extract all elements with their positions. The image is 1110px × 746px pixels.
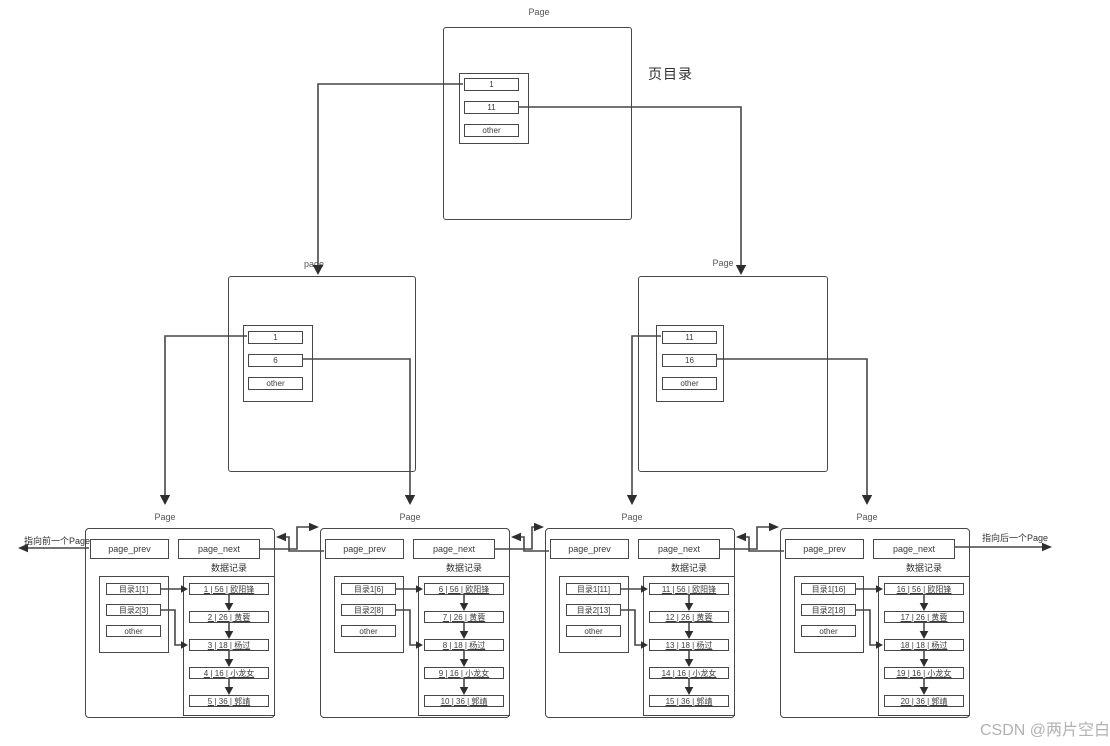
prev-page-pointer-label: 指向前一个Page xyxy=(24,536,91,546)
record-text: 11 | 56 | 欧阳锋 xyxy=(661,584,717,594)
record-text: 7 | 26 | 黄蓉 xyxy=(442,612,486,622)
page-next-field: page_next xyxy=(638,539,720,559)
record-row: 2 | 26 | 黄蓉 xyxy=(189,611,269,623)
record-text: 8 | 18 | 杨过 xyxy=(442,640,486,650)
leaf3-prev-to-leaf2-link xyxy=(511,532,549,552)
slot-entry-dir2: 目录2[13] xyxy=(566,604,621,616)
mid-right-entry-16: 16 xyxy=(662,354,717,367)
leaf2-prev-to-leaf1-link xyxy=(276,532,324,552)
root-entry-other: other xyxy=(464,124,519,137)
leaf-page: Page page_prev page_next 数据记录 目录1[16] 目录… xyxy=(780,512,970,720)
record-row: 18 | 18 | 杨过 xyxy=(884,639,964,651)
leaf4-prev-to-leaf3-link xyxy=(736,532,784,552)
data-records-label: 数据记录 xyxy=(445,563,482,573)
slot-entry-other: other xyxy=(801,625,856,637)
leaf-page-box: page_prev page_next 数据记录 目录1[11] 目录2[13]… xyxy=(545,528,735,718)
slot-entry-dir1: 目录1[16] xyxy=(801,583,856,595)
record-text: 2 | 26 | 黄蓉 xyxy=(207,612,251,622)
slot-entry-dir2: 目录2[8] xyxy=(341,604,396,616)
root-entry-11: 11 xyxy=(464,101,519,114)
record-text: 19 | 16 | 小龙女 xyxy=(896,668,952,678)
record-text: 4 | 16 | 小龙女 xyxy=(203,668,255,678)
record-text: 18 | 18 | 杨过 xyxy=(900,640,948,650)
mid-right-entry-11: 11 xyxy=(662,331,717,344)
root-page-box: 1 11 other xyxy=(443,27,632,220)
record-text: 16 | 56 | 欧阳锋 xyxy=(896,584,952,594)
mid-left-entry-1: 1 xyxy=(248,331,303,344)
page-directory-annotation: 页目录 xyxy=(648,66,693,82)
record-row: 14 | 16 | 小龙女 xyxy=(649,667,729,679)
record-row: 7 | 26 | 黄蓉 xyxy=(424,611,504,623)
record-text: 17 | 26 | 黄蓉 xyxy=(900,612,948,622)
record-text: 6 | 56 | 欧阳锋 xyxy=(438,584,490,594)
page-prev-field: page_prev xyxy=(785,539,864,559)
record-row: 10 | 36 | 郭靖 xyxy=(424,695,504,707)
mid-right-entry-other: other xyxy=(662,377,717,390)
record-text: 12 | 26 | 黄蓉 xyxy=(665,612,713,622)
record-row: 9 | 16 | 小龙女 xyxy=(424,667,504,679)
record-row: 20 | 36 | 郭靖 xyxy=(884,695,964,707)
slot-entry-other: other xyxy=(566,625,621,637)
record-row: 5 | 36 | 郭靖 xyxy=(189,695,269,707)
leaf-page: Page page_prev page_next 数据记录 目录1[11] 目录… xyxy=(545,512,735,720)
slot-entry-other: other xyxy=(341,625,396,637)
slot-entry-dir1: 目录1[6] xyxy=(341,583,396,595)
slot-entry-dir2: 目录2[18] xyxy=(801,604,856,616)
record-row: 3 | 18 | 杨过 xyxy=(189,639,269,651)
page-next-field: page_next xyxy=(178,539,260,559)
page-next-field: page_next xyxy=(413,539,495,559)
data-records-label: 数据记录 xyxy=(905,563,942,573)
next-page-pointer-label: 指向后一个Page xyxy=(982,533,1049,543)
slot-entry-dir1: 目录1[1] xyxy=(106,583,161,595)
record-row: 17 | 26 | 黄蓉 xyxy=(884,611,964,623)
mid-right-page-label: Page xyxy=(712,258,734,268)
data-records-label: 数据记录 xyxy=(670,563,707,573)
record-row: 12 | 26 | 黄蓉 xyxy=(649,611,729,623)
record-text: 10 | 36 | 郭靖 xyxy=(440,696,488,706)
record-row: 11 | 56 | 欧阳锋 xyxy=(649,583,729,595)
root-entry1-to-left-child-connector xyxy=(312,83,463,275)
mid-left-entry-6: 6 xyxy=(248,354,303,367)
root-page-label: Page xyxy=(528,7,550,17)
record-row: 4 | 16 | 小龙女 xyxy=(189,667,269,679)
mid-left-page-label: page xyxy=(303,259,325,269)
page-prev-field: page_prev xyxy=(325,539,404,559)
slot-entry-dir2: 目录2[3] xyxy=(106,604,161,616)
watermark-text: CSDN @两片空白 xyxy=(979,722,1110,739)
record-text: 20 | 36 | 郭靖 xyxy=(900,696,948,706)
mid-left-entry-other: other xyxy=(248,377,303,390)
data-records-label: 数据记录 xyxy=(210,563,247,573)
mid-right-page-box: 11 16 other xyxy=(638,276,828,472)
record-row: 1 | 56 | 欧阳锋 xyxy=(189,583,269,595)
leaf-page-box: page_prev page_next 数据记录 目录1[1] 目录2[3] o… xyxy=(85,528,275,718)
slot-entry-other: other xyxy=(106,625,161,637)
record-row: 15 | 36 | 郭靖 xyxy=(649,695,729,707)
record-text: 9 | 16 | 小龙女 xyxy=(438,668,490,678)
leaf-page: Page page_prev page_next 数据记录 目录1[1] 目录2… xyxy=(85,512,275,720)
slot-entry-dir1: 目录1[11] xyxy=(566,583,621,595)
leaf-page-box: page_prev page_next 数据记录 目录1[16] 目录2[18]… xyxy=(780,528,970,718)
page-label: Page xyxy=(856,512,878,522)
record-row: 19 | 16 | 小龙女 xyxy=(884,667,964,679)
record-row: 16 | 56 | 欧阳锋 xyxy=(884,583,964,595)
root-entry-1: 1 xyxy=(464,78,519,91)
record-row: 13 | 18 | 杨过 xyxy=(649,639,729,651)
record-text: 3 | 18 | 杨过 xyxy=(207,640,251,650)
record-row: 6 | 56 | 欧阳锋 xyxy=(424,583,504,595)
page-prev-field: page_prev xyxy=(550,539,629,559)
page-prev-field: page_prev xyxy=(90,539,169,559)
record-row: 8 | 18 | 杨过 xyxy=(424,639,504,651)
record-text: 13 | 18 | 杨过 xyxy=(665,640,713,650)
page-next-field: page_next xyxy=(873,539,955,559)
record-text: 15 | 36 | 郭靖 xyxy=(665,696,713,706)
record-text: 1 | 56 | 欧阳锋 xyxy=(203,584,255,594)
leaf-page: Page page_prev page_next 数据记录 目录1[6] 目录2… xyxy=(320,512,510,720)
mid-left-page-box: 1 6 other xyxy=(228,276,416,472)
record-text: 5 | 36 | 郭靖 xyxy=(207,696,251,706)
page-label: Page xyxy=(399,512,421,522)
record-text: 14 | 16 | 小龙女 xyxy=(661,668,717,678)
page-label: Page xyxy=(154,512,176,522)
leaf-page-box: page_prev page_next 数据记录 目录1[6] 目录2[8] o… xyxy=(320,528,510,718)
page-label: Page xyxy=(621,512,643,522)
